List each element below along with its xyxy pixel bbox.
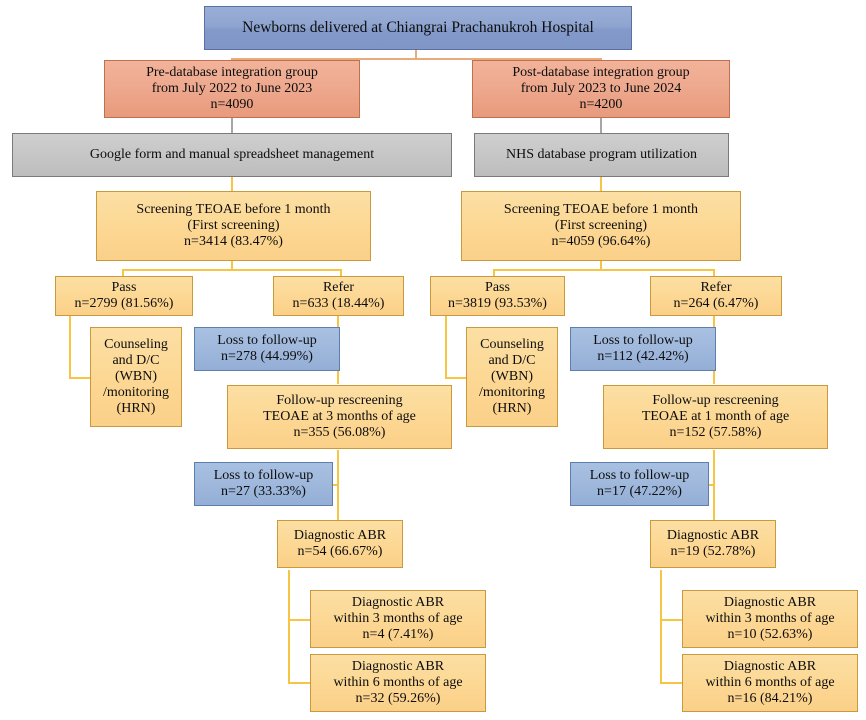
connector-post-abr-to-6months: [660, 682, 684, 684]
node-pre-loss-to-followup-2[interactable]: Loss to follow-up n=27 (33.33%): [194, 462, 333, 506]
connector-post-pass-to-counseling: [445, 377, 467, 379]
node-pre-abr-within-6-months[interactable]: Diagnostic ABR within 6 months of age n=…: [310, 654, 486, 712]
node-post-refer[interactable]: Refer n=264 (6.47%): [650, 276, 782, 316]
connector-pre-screen-down: [231, 260, 233, 270]
node-pre-first-screening[interactable]: Screening TEOAE before 1 month (First sc…: [96, 191, 371, 261]
connector-post-method-to-screen: [600, 176, 602, 192]
connector-pre-rescreen-spine: [337, 450, 339, 526]
connector-pre-screen-to-pass: [122, 269, 124, 277]
node-post-abr-within-6-months[interactable]: Diagnostic ABR within 6 months of age n=…: [682, 654, 858, 712]
node-pre-database-group[interactable]: Pre-database integration group from July…: [104, 60, 360, 118]
connector-post-pass-down: [445, 314, 447, 378]
connector-post-group-to-method: [600, 118, 602, 134]
connector-post-abr-to-3months: [660, 619, 684, 621]
connector-post-screen-to-pass: [493, 269, 495, 277]
connector-pre-group-to-method: [231, 118, 233, 134]
node-pre-method-google-form[interactable]: Google form and manual spreadsheet manag…: [12, 133, 452, 177]
node-pre-loss-to-followup-1[interactable]: Loss to follow-up n=278 (44.99%): [194, 327, 340, 371]
node-post-method-nhs-database[interactable]: NHS database program utilization: [474, 133, 729, 177]
connector-post-screen-horizontal: [493, 269, 715, 271]
connector-post-screen-to-refer: [713, 269, 715, 277]
connector-pre-abr-down: [288, 570, 290, 684]
node-pre-followup-rescreening[interactable]: Follow-up rescreening TEOAE at 3 months …: [227, 385, 452, 449]
node-post-loss-to-followup-1[interactable]: Loss to follow-up n=112 (42.42%): [570, 327, 716, 371]
node-post-first-screening[interactable]: Screening TEOAE before 1 month (First sc…: [461, 191, 741, 261]
node-pre-refer[interactable]: Refer n=633 (18.44%): [273, 276, 404, 316]
connector-pre-method-to-screen: [231, 176, 233, 192]
connector-pre-pass-to-counseling: [69, 377, 91, 379]
node-root-newborns[interactable]: Newborns delivered at Chiangrai Prachanu…: [204, 6, 632, 50]
node-post-diagnostic-abr[interactable]: Diagnostic ABR n=19 (52.78%): [650, 520, 776, 568]
node-pre-diagnostic-abr[interactable]: Diagnostic ABR n=54 (66.67%): [277, 520, 403, 568]
connector-pre-screen-to-refer: [340, 269, 342, 277]
node-pre-abr-within-3-months[interactable]: Diagnostic ABR within 3 months of age n=…: [310, 590, 486, 648]
connector-pre-abr-to-3months: [288, 619, 312, 621]
node-post-followup-rescreening[interactable]: Follow-up rescreening TEOAE at 1 month o…: [603, 385, 828, 449]
connector-pre-abr-to-6months: [288, 682, 312, 684]
connector-post-abr-down: [660, 570, 662, 684]
connector-root-horizontal: [231, 58, 602, 60]
node-post-database-group[interactable]: Post-database integration group from Jul…: [472, 60, 730, 118]
connector-pre-pass-down: [69, 314, 71, 378]
connector-root-down: [415, 49, 417, 59]
node-pre-counseling-discharge[interactable]: Counseling and D/C (WBN) /monitoring (HR…: [90, 327, 182, 427]
connector-post-screen-down: [600, 260, 602, 270]
node-post-pass[interactable]: Pass n=3819 (93.53%): [430, 276, 565, 316]
node-post-loss-to-followup-2[interactable]: Loss to follow-up n=17 (47.22%): [570, 462, 709, 506]
node-pre-pass[interactable]: Pass n=2799 (81.56%): [55, 276, 193, 316]
node-post-counseling-discharge[interactable]: Counseling and D/C (WBN) /monitoring (HR…: [466, 327, 558, 427]
connector-pre-screen-horizontal: [122, 269, 342, 271]
connector-post-rescreen-spine: [713, 450, 715, 526]
node-post-abr-within-3-months[interactable]: Diagnostic ABR within 3 months of age n=…: [682, 590, 858, 648]
